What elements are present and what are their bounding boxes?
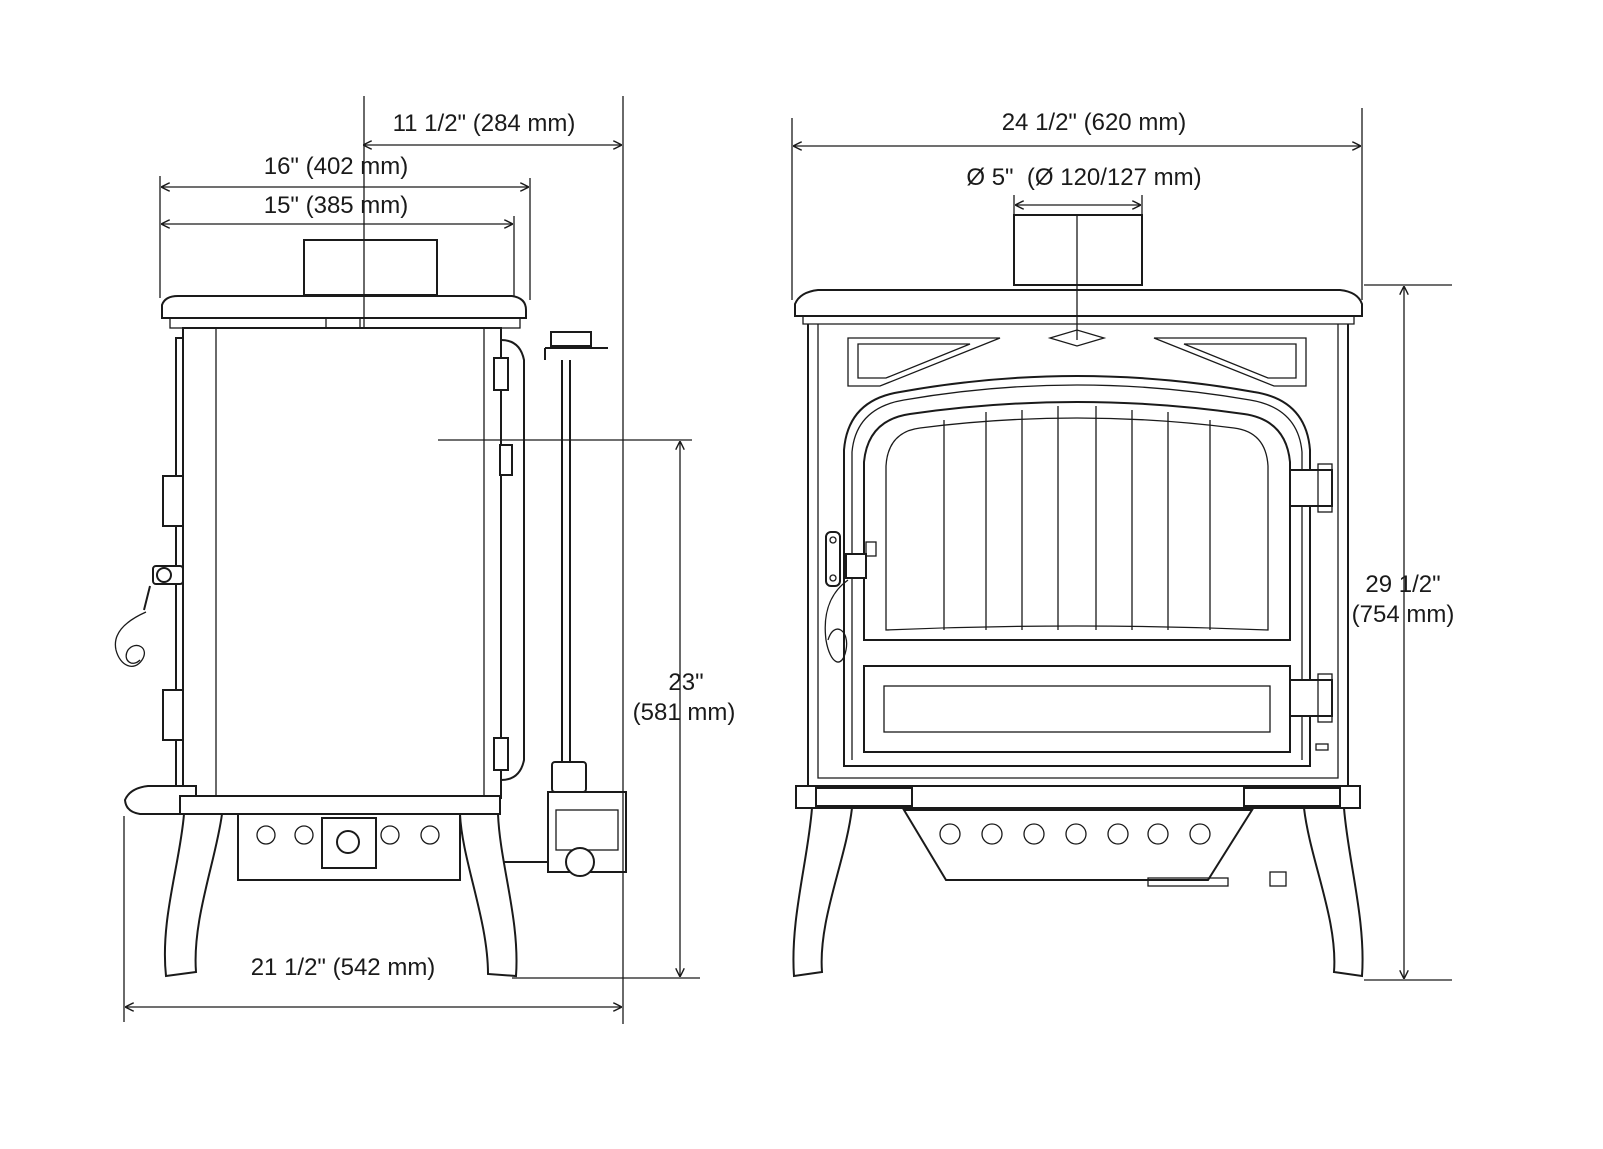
label-overall-width: 24 1/2" (620 mm) <box>1002 109 1187 136</box>
side-rear-leg <box>458 813 518 978</box>
side-view-stove <box>114 239 627 978</box>
front-top-plate <box>794 289 1363 317</box>
front-lower-hinge <box>1289 679 1333 717</box>
side-door-handle <box>114 565 184 667</box>
front-door-glass <box>863 401 1291 641</box>
label-flue-height-2: (581 mm) <box>633 699 736 726</box>
front-door-latch <box>824 531 877 663</box>
front-view-stove <box>792 214 1364 978</box>
side-flue-collar <box>303 239 438 296</box>
front-right-leg <box>1302 807 1364 978</box>
front-flue-collar <box>1013 214 1143 286</box>
side-rear-valve <box>494 761 627 877</box>
label-depth-to-flue: 11 1/2" (284 mm) <box>393 110 576 137</box>
side-front-leg <box>163 813 224 978</box>
label-flue-diameter: Ø 5" (Ø 120/127 mm) <box>966 164 1201 191</box>
label-top-depth: 16" (402 mm) <box>264 153 409 180</box>
label-flue-height-1: 23" <box>668 669 703 696</box>
side-rear-knob <box>550 331 592 347</box>
label-overall-height-2: (754 mm) <box>1352 601 1455 628</box>
front-left-leg <box>792 807 854 978</box>
side-view-dimensions <box>123 96 700 1024</box>
front-upper-hinge <box>1289 469 1333 507</box>
side-top-plate <box>161 295 527 319</box>
front-lower-panel <box>863 665 1291 753</box>
side-body <box>182 327 502 799</box>
front-bottom-rail <box>795 785 1361 809</box>
front-ashpan-vents <box>939 823 1211 845</box>
label-overall-height-1: 29 1/2" <box>1365 571 1440 598</box>
side-lower-hinge <box>162 689 184 741</box>
label-overall-depth: 21 1/2" (542 mm) <box>251 954 436 981</box>
front-view-labels: 24 1/2" (620 mm) Ø 5" (Ø 120/127 mm) 29 … <box>966 109 1454 628</box>
front-ashpan <box>902 809 1254 881</box>
label-body-depth: 15" (385 mm) <box>264 192 409 219</box>
side-view-labels: 11 1/2" (284 mm) 16" (402 mm) 15" (385 m… <box>251 110 736 981</box>
front-door-frame <box>843 375 1311 767</box>
front-view-dimensions <box>791 108 1452 981</box>
side-upper-hinge <box>162 475 184 527</box>
side-base-rail <box>179 795 501 815</box>
front-glass-grille <box>943 406 1211 630</box>
